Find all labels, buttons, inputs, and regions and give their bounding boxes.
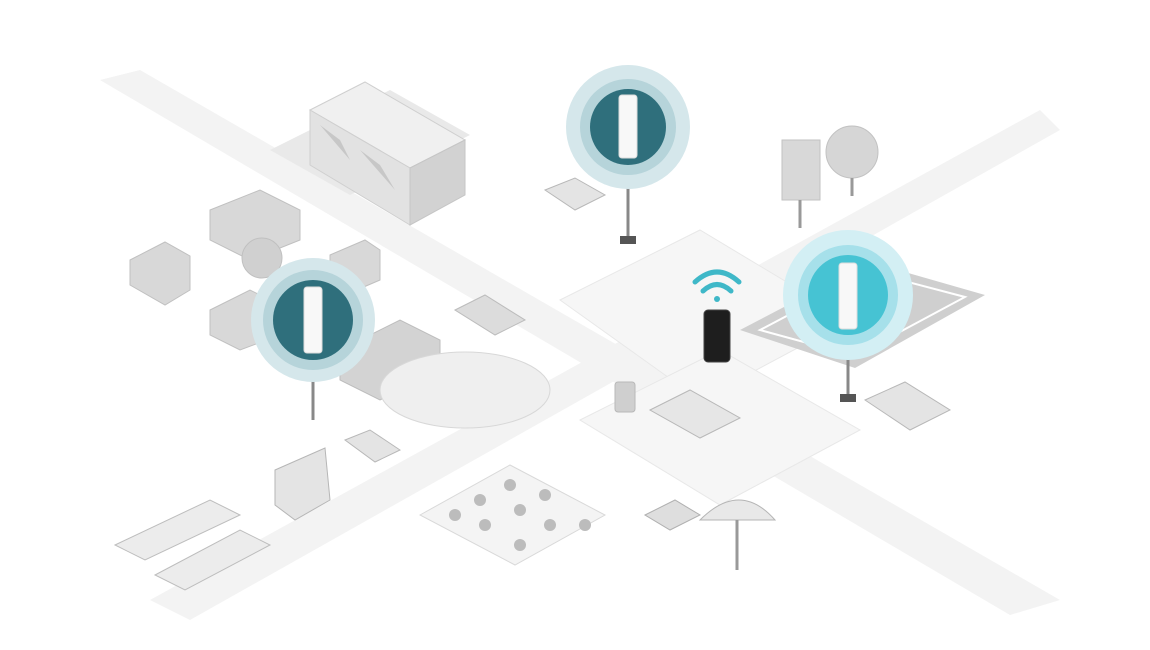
tree-icon xyxy=(825,125,879,179)
smartphone-icon xyxy=(703,309,731,363)
trash-bin xyxy=(614,381,636,413)
access-point-left[interactable] xyxy=(251,258,375,420)
parking-area xyxy=(113,499,272,591)
access-point-right[interactable] xyxy=(783,230,913,402)
fountain-icon xyxy=(449,479,591,551)
access-point-icon xyxy=(303,286,323,354)
trees xyxy=(781,125,879,228)
access-point-icon xyxy=(618,94,638,159)
tree-icon xyxy=(241,237,283,279)
fountain-plaza xyxy=(418,464,607,566)
pond xyxy=(379,351,551,429)
bench-icon xyxy=(343,177,952,463)
kiosk xyxy=(274,447,331,521)
building-icon xyxy=(270,81,470,226)
umbrella-icon xyxy=(643,499,777,570)
wifi-icon xyxy=(692,269,742,302)
access-point-top[interactable] xyxy=(566,65,690,244)
road-main-diagonal xyxy=(100,70,1060,615)
access-point-icon xyxy=(838,262,858,330)
picnic-table xyxy=(614,381,742,439)
